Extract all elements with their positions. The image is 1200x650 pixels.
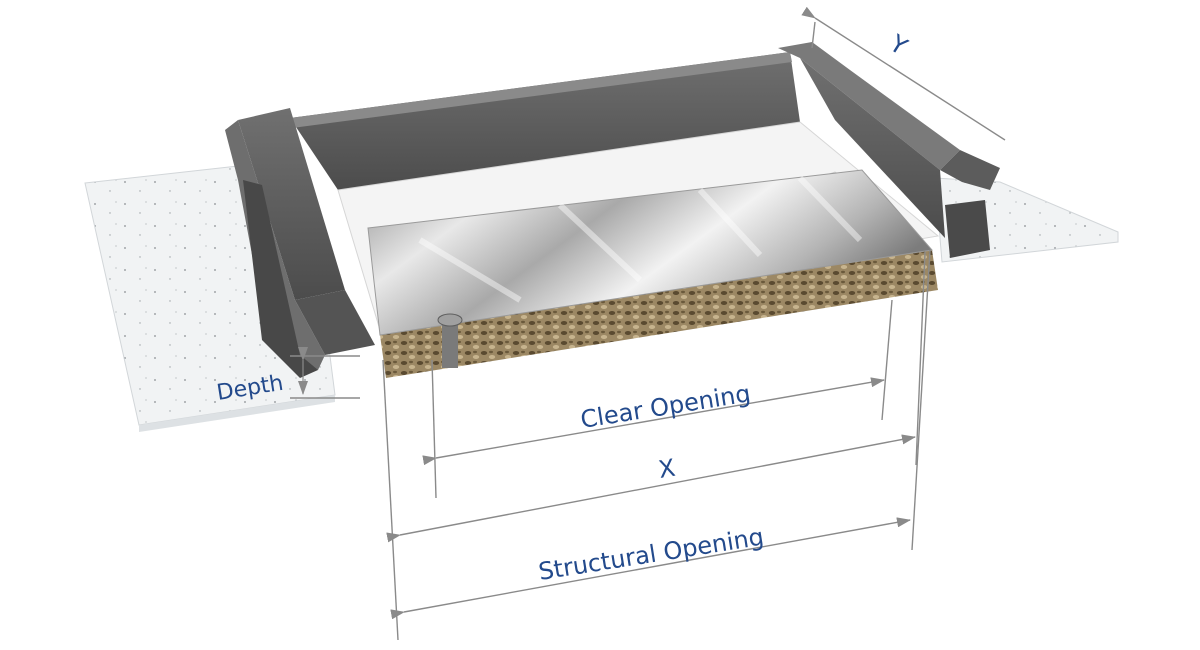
foil-facing xyxy=(367,169,933,336)
steel-channel-left xyxy=(225,108,375,378)
y-label: Y xyxy=(884,29,912,61)
dimension-x: X xyxy=(386,434,916,543)
dimension-structural-opening: Structural Opening xyxy=(390,517,911,620)
insulation-board xyxy=(380,250,938,378)
steel-channel-right xyxy=(778,42,1000,258)
dimension-clear-opening: Clear Opening xyxy=(422,377,885,466)
bolt-icon xyxy=(437,313,463,368)
tray-back-wall xyxy=(290,52,800,190)
clear-opening-label: Clear Opening xyxy=(579,379,753,434)
structural-opening-label: Structural Opening xyxy=(537,523,766,586)
x-label: X xyxy=(657,454,678,484)
